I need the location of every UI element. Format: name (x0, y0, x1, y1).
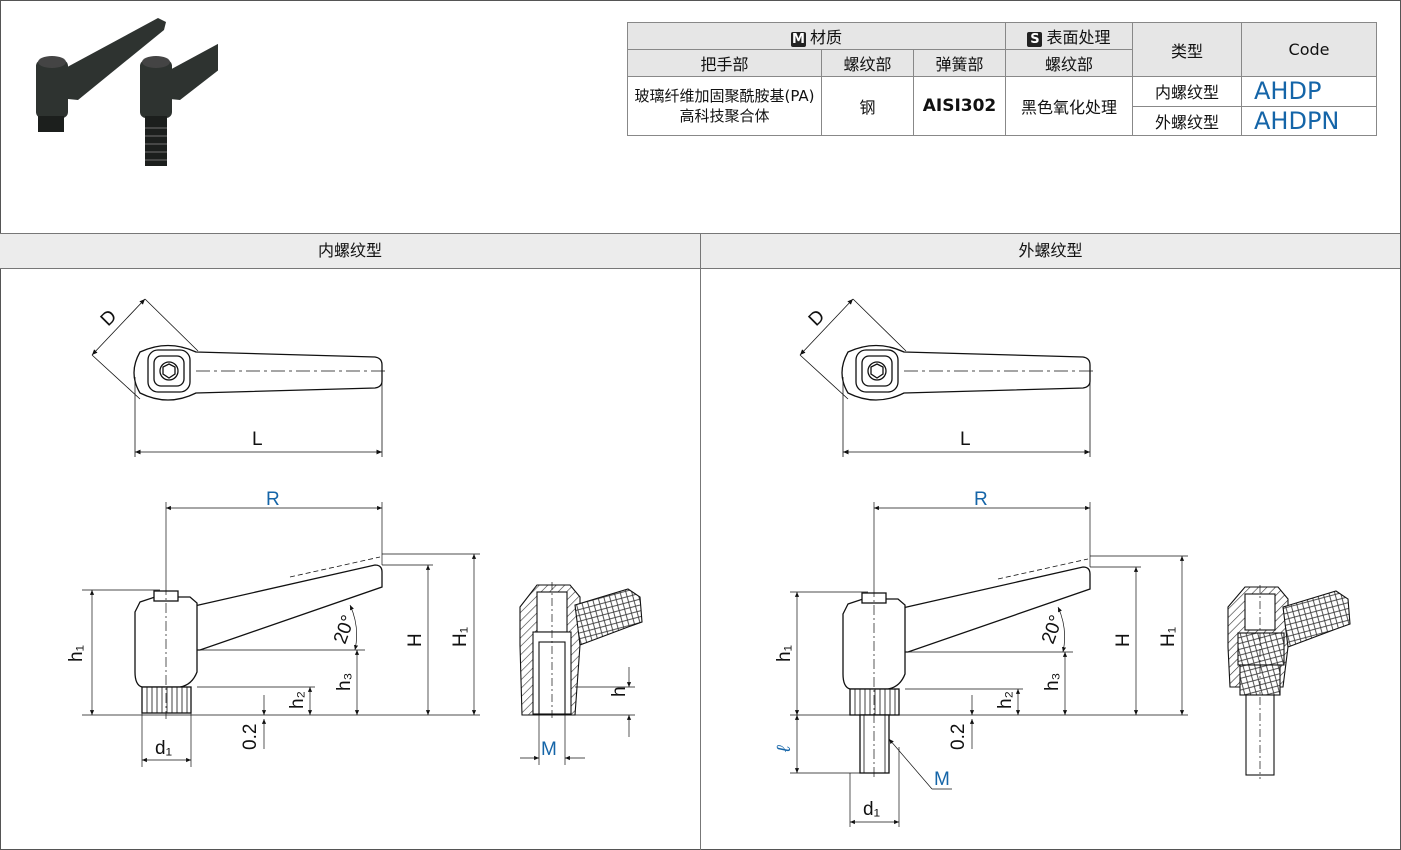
internal-top-view (91, 298, 385, 457)
dim-gap: 0.2 (948, 724, 969, 750)
internal-section-view (519, 582, 643, 765)
dim-h1: h₁ (66, 645, 87, 662)
dim-d1: d₁ (863, 799, 880, 820)
section-title-internal: 内螺纹型 (0, 233, 700, 269)
type-header: 类型 (1132, 22, 1242, 77)
dim-angle: 20° (1038, 613, 1068, 647)
dim-d1: d₁ (155, 738, 172, 759)
dim-H1: H₁ (450, 627, 471, 647)
dim-R: R (974, 489, 988, 510)
dim-h: h (609, 686, 630, 697)
dim-H: H (405, 633, 426, 647)
col-spring: 弹簧部 (913, 49, 1006, 77)
dim-h3: h₃ (334, 673, 355, 691)
dim-gap: 0.2 (240, 724, 261, 750)
dim-R: R (266, 489, 280, 510)
code-cell: AHDPN (1241, 105, 1377, 136)
col-surface-thread: 螺纹部 (1005, 49, 1133, 77)
section-divider (700, 233, 701, 850)
spring-material: AISI302 (913, 76, 1006, 136)
product-photo (36, 18, 218, 166)
dim-h2: h₂ (995, 691, 1016, 709)
surface-treatment: 黑色氧化处理 (1005, 76, 1133, 136)
dim-M-internal: M (541, 739, 557, 760)
dim-h1: h₁ (774, 645, 795, 662)
dim-L: L (960, 429, 971, 450)
external-side-view (790, 502, 1188, 827)
code-header: Code (1241, 22, 1377, 77)
internal-side-view (82, 502, 480, 767)
type-cell: 外螺纹型 (1132, 105, 1242, 136)
thread-material: 钢 (821, 76, 914, 136)
col-handle: 把手部 (627, 49, 822, 77)
dim-D: D (805, 306, 830, 331)
material-marker: M (790, 32, 806, 47)
external-top-view (799, 298, 1093, 457)
dim-D: D (97, 306, 122, 331)
dim-L: L (252, 429, 263, 450)
dim-h2: h₂ (287, 691, 308, 709)
dim-M-external: M (934, 769, 950, 790)
dim-H1: H₁ (1158, 627, 1179, 647)
section-title-external: 外螺纹型 (701, 233, 1400, 269)
dim-angle: 20° (330, 613, 360, 647)
type-cell: 内螺纹型 (1132, 76, 1242, 107)
external-section-view (1227, 585, 1351, 779)
code-cell: AHDP (1241, 76, 1377, 107)
technical-drawings: D L R h (66, 298, 1351, 827)
dim-ell: ℓ (774, 745, 795, 753)
col-thread: 螺纹部 (821, 49, 914, 77)
dim-h3: h₃ (1042, 673, 1063, 691)
handle-material: 玻璃纤维加固聚酰胺基(PA)高科技聚合体 (627, 76, 822, 136)
surface-marker: S (1027, 32, 1043, 47)
dim-H: H (1113, 633, 1134, 647)
